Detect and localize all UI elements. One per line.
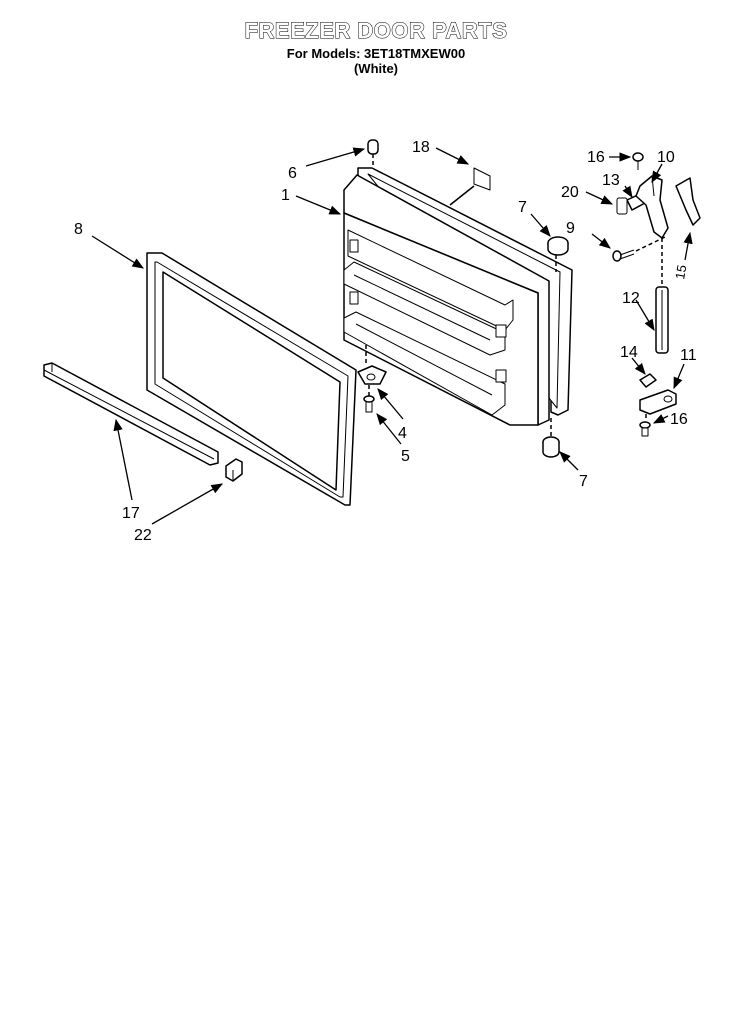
callout-9: 9 (566, 220, 575, 237)
leader-5 (376, 413, 402, 445)
screw-part-5[interactable] (363, 385, 375, 413)
models-line: For Models: 3ET18TMXEW00 (286, 46, 466, 61)
callout-5: 5 (401, 448, 410, 465)
color-line: (White) (353, 61, 399, 76)
callout-22: 22 (134, 527, 152, 544)
callout-17: 17 (122, 505, 140, 522)
screw-part-16-top[interactable] (632, 152, 644, 170)
trim-end-cap-part-22[interactable] (225, 458, 243, 482)
callout-labels: 8 1 6 18 7 9 16 10 13 20 15 12 14 11 16 … (74, 139, 697, 544)
leader-6 (305, 147, 366, 167)
callout-13: 13 (602, 172, 620, 189)
leader-10 (651, 163, 663, 184)
leader-lines (91, 147, 693, 525)
leader-13 (622, 185, 633, 198)
leader-20 (585, 191, 614, 205)
callout-20: 20 (561, 184, 579, 201)
door-stop-part-4[interactable] (357, 345, 387, 385)
leader-22 (151, 483, 224, 525)
door-liner-part-1[interactable] (343, 167, 573, 426)
leader-15 (683, 231, 693, 261)
callout-11: 11 (680, 347, 697, 364)
leader-14 (631, 357, 646, 375)
callout-14: 14 (620, 344, 638, 361)
leader-8 (91, 235, 144, 269)
callout-10: 10 (657, 149, 675, 166)
label-part-18[interactable] (449, 167, 491, 206)
door-trim-part-17[interactable] (43, 362, 219, 466)
callout-16-top: 16 (587, 149, 605, 166)
callout-6: 6 (288, 165, 297, 182)
leader-17 (113, 418, 133, 501)
page-title: FREEZER DOOR PARTS (244, 18, 508, 44)
callout-7-bottom: 7 (579, 473, 588, 490)
hinge-cap-part-7-top[interactable] (547, 236, 569, 272)
plug-part-6[interactable] (367, 139, 379, 168)
hinge-sleeve-part-12[interactable] (655, 286, 669, 354)
callout-4: 4 (398, 425, 407, 442)
bottom-hinge-part-11[interactable] (639, 389, 677, 420)
leader-16-bottom (652, 414, 669, 424)
leader-12 (635, 299, 655, 332)
top-hinge-part-10[interactable] (635, 175, 669, 285)
leader-7-bottom (559, 451, 579, 471)
leader-1 (295, 195, 342, 215)
screw-part-16-bottom[interactable] (639, 421, 651, 437)
hinge-cover-part-15[interactable] (675, 177, 701, 226)
callout-15: 15 (672, 264, 689, 281)
page-header: FREEZER DOOR PARTS For Models: 3ET18TMXE… (0, 18, 752, 77)
leader-11 (673, 363, 685, 390)
door-gasket-part-8[interactable] (146, 252, 357, 506)
leader-7-top (530, 213, 551, 237)
screw-part-9[interactable] (612, 236, 666, 262)
leader-4 (377, 388, 404, 420)
callout-12: 12 (622, 290, 640, 307)
callout-18: 18 (412, 139, 430, 156)
washer-part-14[interactable] (639, 373, 657, 388)
callout-16-bottom: 16 (670, 411, 688, 428)
spacer-part-20[interactable] (616, 197, 628, 215)
hinge-cap-part-7-bottom[interactable] (542, 418, 560, 458)
callout-1: 1 (281, 187, 290, 204)
callout-7-top: 7 (518, 199, 527, 216)
callout-8: 8 (74, 221, 83, 238)
leader-9 (591, 233, 611, 249)
leader-18 (435, 147, 470, 165)
